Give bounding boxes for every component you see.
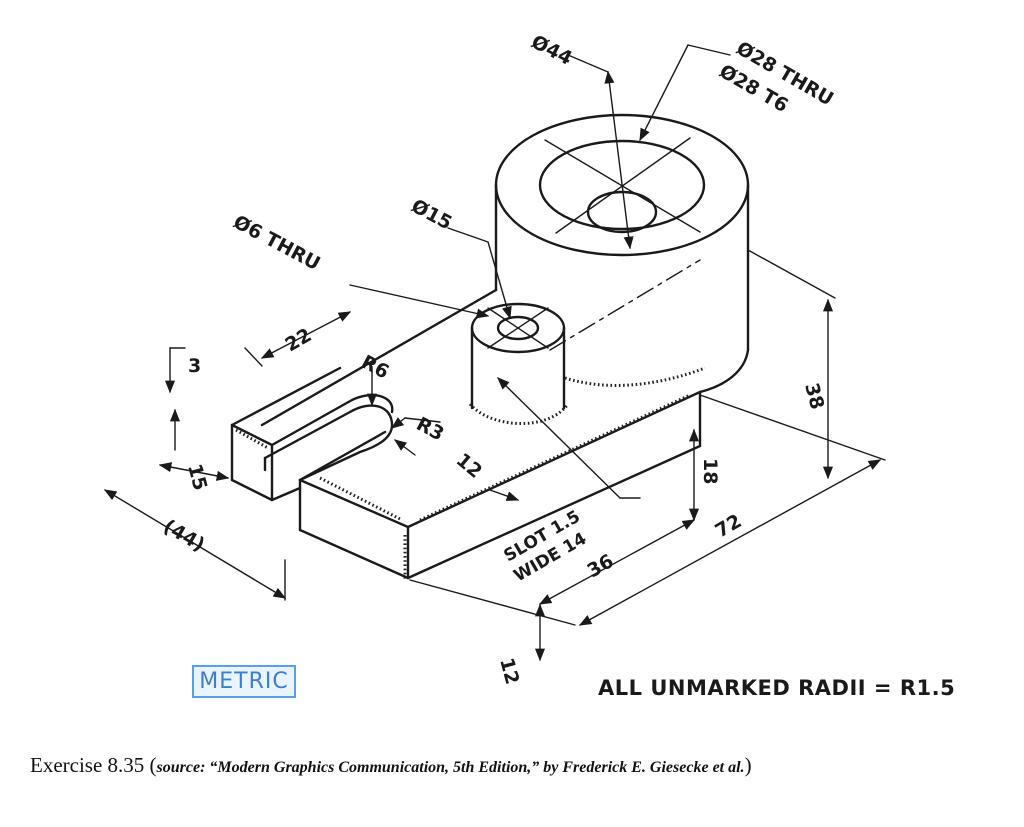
dim-12-base: 12 xyxy=(495,656,523,687)
dim-44-ref: (44) xyxy=(160,515,209,556)
dim-d15: Ø15 xyxy=(408,195,456,234)
metric-stamp: METRIC xyxy=(192,665,296,698)
caption-source: source: “Modern Graphics Communication, … xyxy=(156,759,745,776)
caption-suffix: ) xyxy=(744,753,752,777)
dim-38: 38 xyxy=(800,381,828,412)
dim-18: 18 xyxy=(699,458,721,484)
small-boss xyxy=(470,302,566,410)
dimension-labels: Ø44 Ø28 THRU Ø28 T6 Ø15 Ø6 THRU 22 3 R6 … xyxy=(160,31,838,687)
dim-12-slot: 12 xyxy=(452,449,486,483)
slotted-tab xyxy=(230,366,394,502)
fillet-marks xyxy=(235,366,706,580)
dimension-lines xyxy=(103,44,886,662)
dim-22: 22 xyxy=(282,324,316,356)
figure-caption: Exercise 8.35 (source: “Modern Graphics … xyxy=(30,753,752,778)
unmarked-radii-note: ALL UNMARKED RADII = R1.5 xyxy=(598,676,956,700)
dim-d6-thru: Ø6 THRU xyxy=(230,211,324,275)
caption-prefix: Exercise 8.35 ( xyxy=(30,753,157,777)
dim-r6: R6 xyxy=(358,351,393,384)
dim-d44: Ø44 xyxy=(528,31,576,70)
dim-15-side: 15 xyxy=(183,462,211,493)
dim-3: 3 xyxy=(188,355,201,377)
dim-r3: R3 xyxy=(413,413,448,446)
base-plate xyxy=(260,288,702,580)
